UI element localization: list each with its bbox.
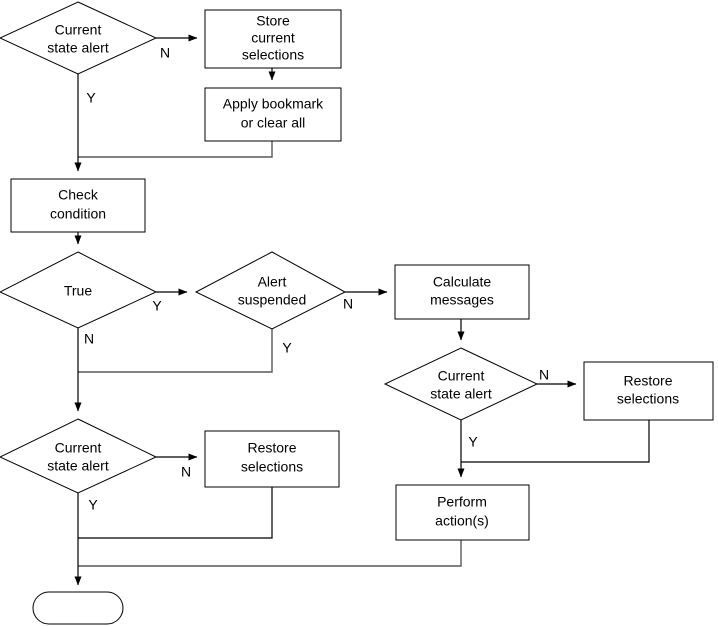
node-label-line2: state alert	[47, 40, 109, 56]
process-shape	[204, 430, 340, 488]
node-label-line2: or clear all	[241, 115, 306, 131]
process-shape	[10, 178, 146, 233]
node-label-line2: state alert	[47, 458, 109, 474]
edge-label-true-no: N	[84, 331, 94, 347]
node-label-line1: Check	[58, 187, 99, 203]
node-label-line2: current	[251, 30, 295, 46]
edge-label-alert2-yes: Y	[468, 434, 478, 450]
node-label-line1: Apply bookmark	[223, 96, 324, 112]
node-label-line1: Current	[55, 440, 102, 456]
node-restore-selections-bottom[interactable]: Restore selections	[204, 430, 340, 488]
process-shape	[204, 9, 342, 69]
node-label-line2: state alert	[430, 386, 492, 402]
node-true-decision[interactable]: True	[0, 251, 158, 329]
edge-label-alert1-yes: Y	[86, 90, 96, 106]
node-label-line1: Current	[55, 22, 102, 38]
node-current-state-alert-3[interactable]: Current state alert	[0, 418, 158, 494]
decision-shape	[194, 251, 347, 330]
process-shape	[395, 484, 530, 541]
node-label-line2: messages	[430, 292, 494, 308]
process-shape	[204, 87, 342, 142]
terminator-shape	[32, 591, 124, 625]
edge-label-alert1-no: N	[160, 45, 170, 61]
node-restore-selections-right[interactable]: Restore selections	[583, 361, 714, 421]
node-alert-suspended[interactable]: Alert suspended	[194, 251, 347, 330]
node-current-state-alert-2[interactable]: Current state alert	[383, 347, 539, 421]
node-terminator-end[interactable]	[32, 591, 124, 625]
node-label-line1: Perform	[437, 494, 487, 510]
node-label-line2: action(s)	[435, 513, 489, 529]
node-apply-bookmark-or-clear-all[interactable]: Apply bookmark or clear all	[204, 87, 342, 142]
node-label-line1: Current	[438, 368, 485, 384]
node-label-line2: condition	[50, 206, 106, 222]
decision-shape	[0, 251, 158, 329]
node-label-line2: selections	[241, 459, 303, 475]
decision-shape	[383, 347, 539, 421]
node-label-line1: Restore	[623, 373, 672, 389]
node-label-line3: selections	[242, 47, 304, 63]
edge-apply-to-merge	[78, 141, 273, 158]
node-current-state-alert-1[interactable]: Current state alert	[0, 1, 158, 75]
node-label-line2: selections	[617, 391, 679, 407]
edge-restore-bottom-merge	[78, 487, 273, 539]
edge-label-alert3-yes: Y	[88, 497, 98, 513]
node-perform-actions[interactable]: Perform action(s)	[395, 484, 530, 541]
edge-label-alert2-no: N	[539, 367, 549, 383]
process-shape	[394, 264, 530, 320]
node-store-current-selections[interactable]: Store current selections	[204, 9, 342, 69]
edge-label-suspended-yes: Y	[282, 340, 292, 356]
edge-perform-to-merge	[78, 540, 462, 567]
node-label-line1: Store	[256, 13, 290, 29]
edge-suspended-yes	[78, 328, 273, 373]
node-label-line2: suspended	[238, 292, 307, 308]
edge-label-true-yes: Y	[152, 298, 162, 314]
edge-label-alert3-no: N	[181, 464, 191, 480]
node-check-condition[interactable]: Check condition	[10, 178, 146, 233]
decision-shape	[0, 418, 158, 494]
node-label-line1: Alert	[258, 274, 287, 290]
node-label-line1: Restore	[247, 440, 296, 456]
node-label-line1: Calculate	[433, 274, 492, 290]
decision-shape	[0, 1, 158, 75]
edge-restore-right-merge	[461, 420, 650, 463]
edge-label-suspended-no: N	[343, 296, 353, 312]
node-calculate-messages[interactable]: Calculate messages	[394, 264, 530, 320]
process-shape	[583, 361, 714, 421]
node-label-line1: True	[64, 283, 92, 299]
